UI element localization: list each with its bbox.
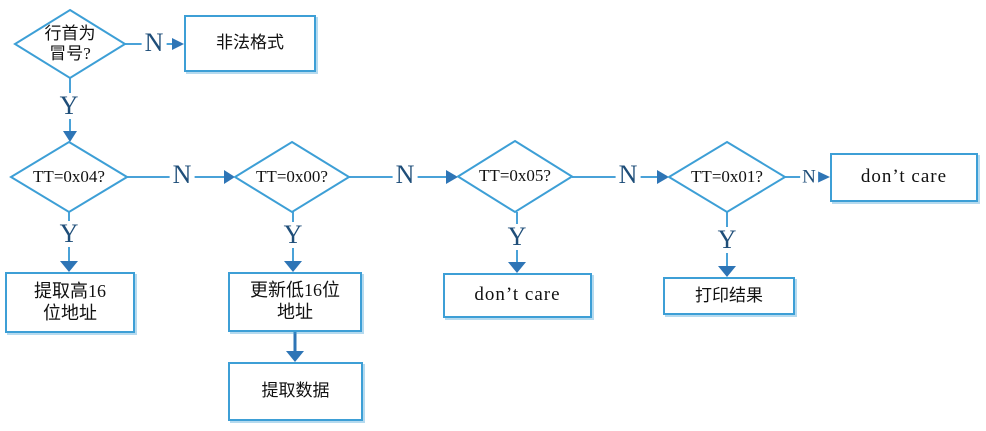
node-label: don’t care (860, 166, 948, 188)
edge-label-no: N (800, 166, 818, 188)
diamond-shape (15, 10, 125, 78)
edge-label-yes: Y (280, 222, 306, 248)
node-label: 提取数据 (261, 381, 330, 401)
edge-label-no: N (141, 30, 167, 56)
node-label-line: 更新低16位 (250, 280, 340, 301)
decision-tt-0x00: TT=0x00? (235, 142, 349, 212)
edge-low16-to-extract-data (286, 332, 304, 362)
process-extract-data: 提取数据 (228, 362, 363, 421)
edge-label-no: N (615, 162, 641, 188)
node-label-line: 地址 (277, 302, 313, 322)
edge-label-no: N (169, 162, 195, 188)
edge-label-yes: Y (56, 93, 82, 119)
node-label-line: 冒号? (49, 44, 91, 63)
node-label: don’t care (474, 284, 561, 306)
decision-tt-0x04: TT=0x04? (11, 142, 127, 212)
node-label: TT=0x05? (479, 166, 551, 186)
node-label-line: 提取高16 (34, 280, 106, 301)
node-label: TT=0x04? (33, 166, 105, 186)
edge-label-no: N (392, 162, 418, 188)
node-label: 提取高16 位地址 (34, 281, 106, 324)
diamond-shape (669, 142, 785, 212)
node-label: 打印结果 (695, 285, 763, 305)
edge-label-yes: Y (56, 221, 82, 247)
node-label: TT=0x01? (691, 166, 763, 186)
process-dont-care-right: don’t care (830, 153, 978, 202)
diamond-shape (235, 142, 349, 212)
process-print-result: 打印结果 (663, 277, 795, 315)
edge-label-yes: Y (504, 224, 530, 250)
process-update-low16-address: 更新低16位 地址 (228, 272, 362, 332)
decision-tt-0x01: TT=0x01? (669, 142, 785, 212)
node-label: 非法格式 (216, 33, 284, 53)
diamond-shape (11, 142, 127, 212)
process-dont-care-bottom: don’t care (443, 273, 592, 318)
decision-tt-0x05: TT=0x05? (458, 141, 572, 212)
node-label: TT=0x00? (256, 166, 328, 186)
edge-label-yes: Y (714, 227, 740, 253)
node-label: 行首为 冒号? (45, 24, 96, 65)
process-illegal-format: 非法格式 (184, 15, 316, 72)
process-extract-high16-address: 提取高16 位地址 (5, 272, 135, 333)
node-label: 更新低16位 地址 (250, 280, 340, 323)
edge-tt05-no (572, 170, 669, 184)
diamond-shape (458, 141, 572, 212)
node-label-line: 位地址 (43, 302, 97, 323)
node-label-line: 行首为 (44, 23, 96, 43)
decision-line-starts-with-colon: 行首为 冒号? (15, 10, 125, 78)
